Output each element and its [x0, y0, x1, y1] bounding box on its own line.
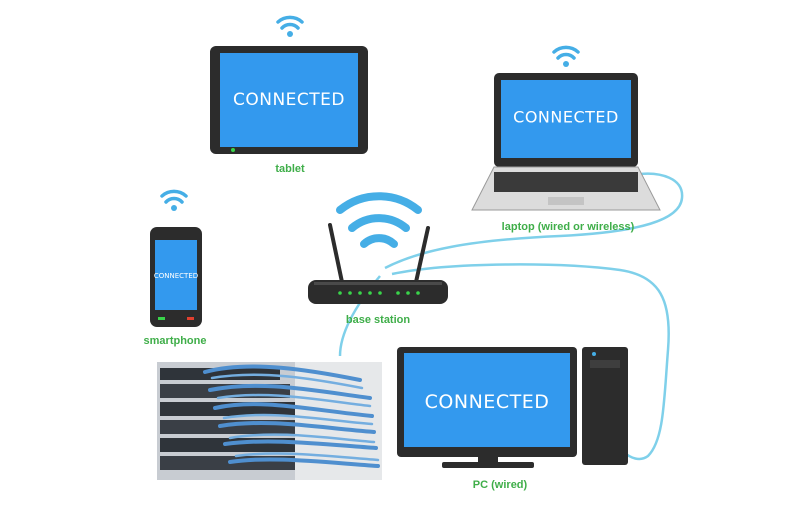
pc-cable	[391, 263, 670, 461]
pc-screen-text: CONNECTED	[424, 391, 550, 413]
wifi-dot	[171, 205, 177, 211]
tablet-status-light	[231, 148, 235, 152]
pc-tower	[582, 347, 628, 465]
laptop-cable	[384, 172, 684, 270]
tablet-screen-text: CONNECTED	[232, 90, 346, 110]
pc-power-light	[592, 352, 596, 356]
laptop-screen-text: CONNECTED	[513, 107, 619, 127]
router-body	[308, 280, 448, 304]
smartphone-screen-text: CONNECTED	[153, 272, 199, 280]
smartphone-label: smartphone	[143, 335, 207, 347]
wifi-icon	[160, 189, 188, 204]
base-station	[308, 192, 448, 304]
smartphone	[150, 189, 202, 327]
antenna-left	[328, 223, 344, 284]
laptop	[471, 45, 661, 211]
laptop-screen	[501, 80, 631, 158]
phone-screen	[155, 240, 197, 310]
base-station-label: base station	[345, 314, 411, 326]
server-rack	[157, 362, 382, 480]
laptop-label: laptop (wired or wireless)	[501, 221, 635, 233]
router-status-lights	[338, 291, 420, 295]
tablet-screen	[220, 53, 358, 147]
laptop-touchpad	[548, 197, 584, 205]
monitor-screen	[404, 353, 570, 447]
wifi-dot	[563, 61, 569, 67]
monitor-stand	[442, 462, 534, 468]
tablet-label: tablet	[275, 163, 305, 175]
wifi-dot	[287, 31, 293, 37]
pc-label: PC (wired)	[472, 479, 528, 491]
antenna-right	[414, 226, 430, 284]
laptop-keyboard	[494, 172, 638, 192]
wifi-icon	[276, 15, 304, 30]
pc	[397, 347, 628, 468]
pc-drive-slot	[590, 360, 620, 368]
wifi-icon	[336, 192, 422, 248]
tablet	[210, 15, 368, 154]
call-button	[158, 317, 165, 320]
router-highlight	[314, 282, 442, 285]
end-call-button	[187, 317, 194, 320]
wifi-icon	[552, 45, 580, 60]
monitor-neck	[478, 457, 498, 464]
